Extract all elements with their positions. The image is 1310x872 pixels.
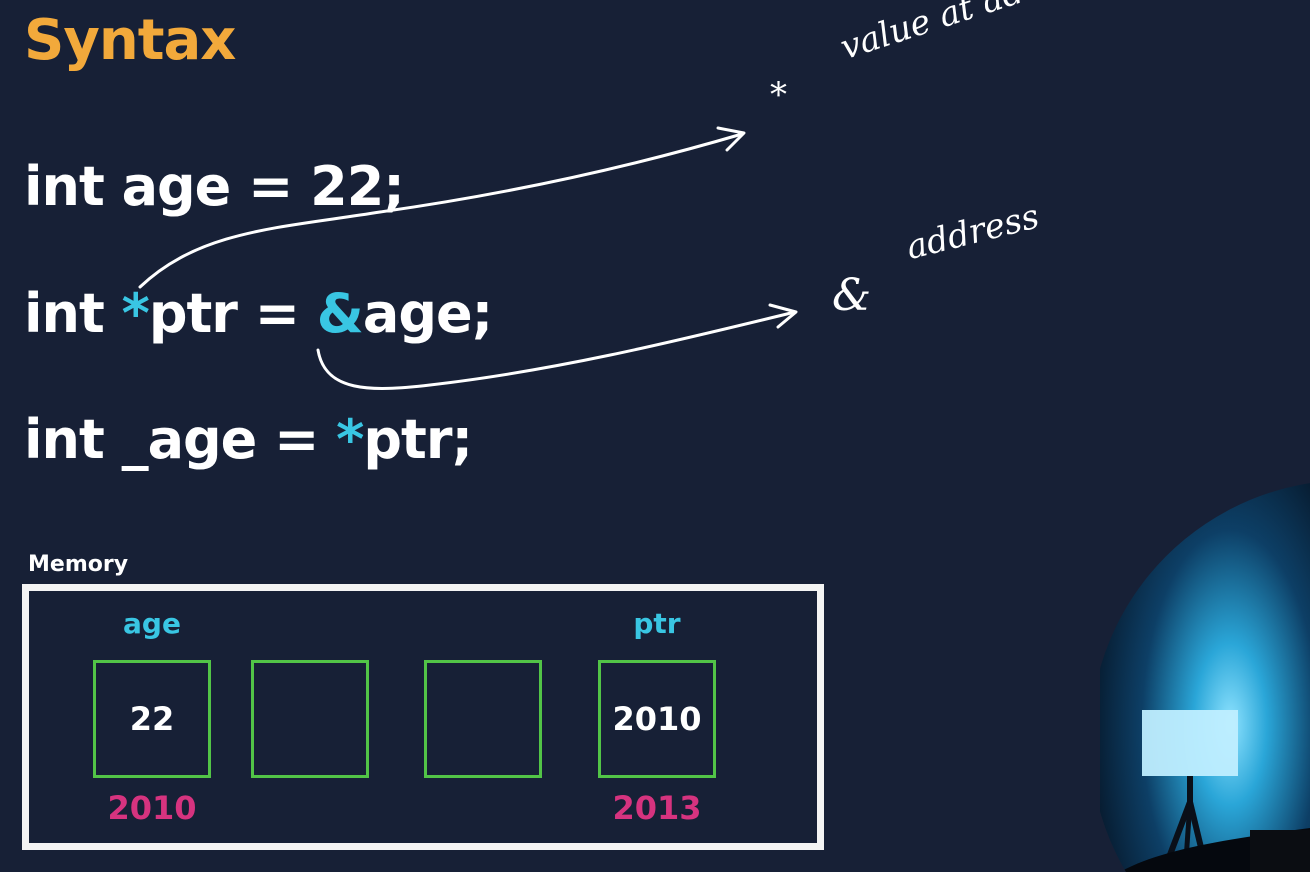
pointer-star: * [121,282,150,345]
webcam-scene [1100,480,1310,872]
cell-var-name: ptr [633,607,681,640]
code-text: age = 22; [121,155,405,218]
cell-address: 2013 [612,789,702,827]
code-line-1: int age = 22; [24,155,405,218]
memory-cell [424,660,542,778]
code-line-3: int _age = *ptr; [24,408,473,471]
code-text: int [24,155,122,218]
handwritten-ampersand: & [832,270,872,321]
code-line-2: int *ptr = &age; [24,282,493,345]
code-text: int _age = [24,408,337,471]
star-arrow-head [716,126,746,152]
code-text: ptr = [148,282,317,345]
handwritten-star: * [770,75,787,115]
memory-cell: 22 [93,660,211,778]
code-text: ptr; [363,408,473,471]
cell-var-name: age [123,607,181,640]
memory-cell [251,660,369,778]
address-of-amp: & [316,282,364,345]
amp-arrow-head [768,303,798,329]
cell-address: 2010 [107,789,197,827]
slide-title: Syntax [24,8,236,73]
memory-label: Memory [28,552,129,577]
handwritten-value-at-address: value at address [835,0,1118,68]
memory-diagram: age 22 2010 ptr 2010 2013 [22,584,824,850]
handwritten-address: address [902,196,1044,268]
memory-cell: 2010 [598,660,716,778]
lamp-shade [1142,710,1238,776]
code-text: int [24,282,122,345]
dereference-star: * [336,408,364,471]
code-text: age; [362,282,493,345]
webcam-overlay [1100,410,1310,872]
